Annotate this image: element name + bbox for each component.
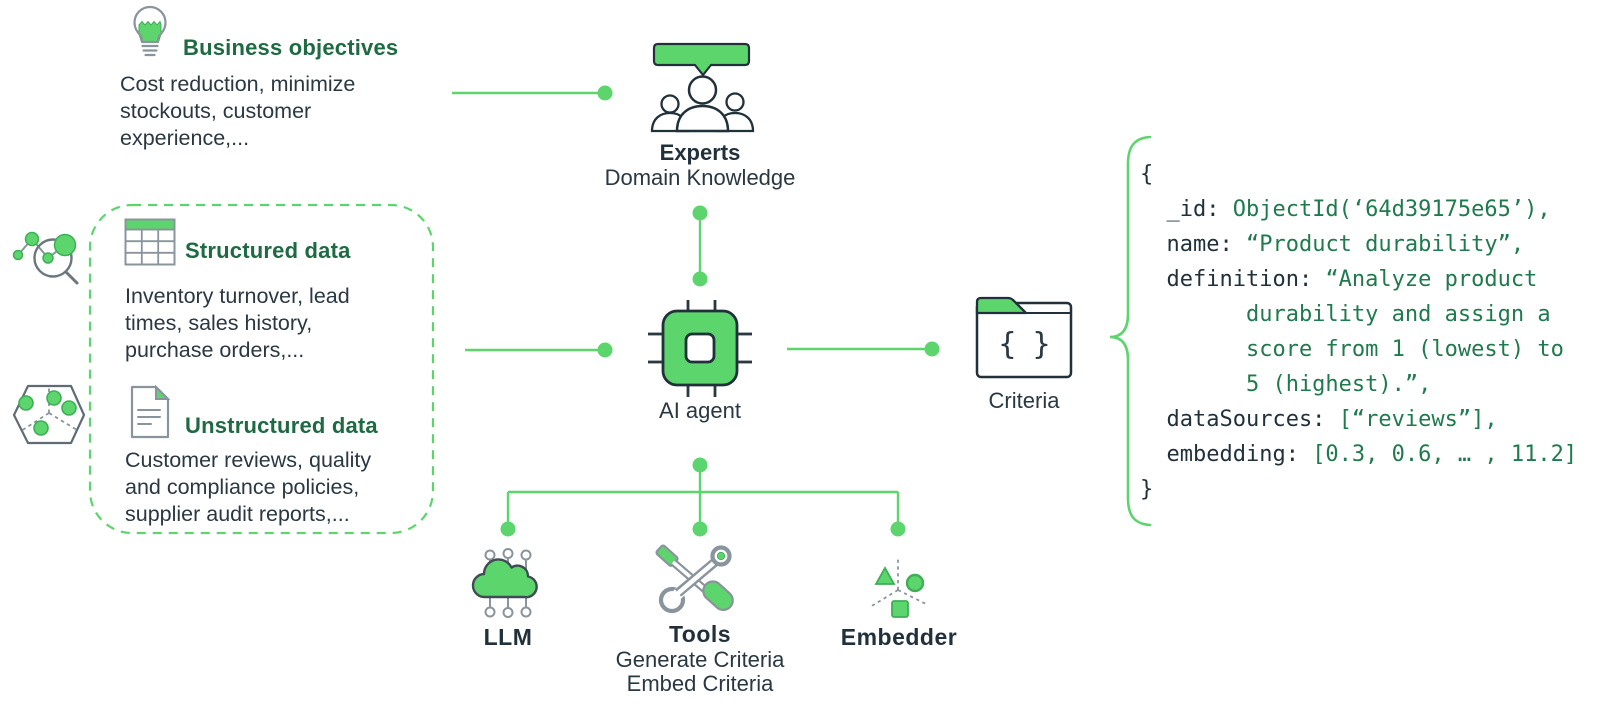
code-datasources-value: [“reviews”], [1338, 407, 1498, 432]
tools-generate-criteria-label: Generate Criteria [615, 647, 785, 672]
tools-embed-criteria-label: Embed Criteria [626, 671, 774, 696]
criteria-code-block: { _id: ObjectId(‘64d39175e65’), name: “P… [1140, 157, 1577, 507]
code-close-brace: } [1140, 477, 1154, 502]
tools-label: Tools [668, 621, 732, 647]
hexagon-vector-icon [12, 384, 86, 445]
ai-agent-label: AI agent [659, 398, 741, 423]
code-definition-value-2: durability and assign a [1140, 302, 1551, 327]
scatter-magnifier-icon [12, 231, 79, 285]
folder-braces-icon [975, 296, 1073, 379]
code-name-value: “Product durability”, [1245, 232, 1525, 257]
experts-subtitle: Domain Knowledge [604, 165, 796, 190]
code-open-brace: { [1140, 162, 1154, 187]
business-objectives-description: Cost reduction, minimize stockouts, cust… [120, 72, 356, 150]
embedder-label: Embedder [840, 624, 958, 650]
chip-icon [648, 300, 752, 397]
experts-title: Experts [659, 140, 741, 165]
llm-label: LLM [483, 624, 533, 650]
experts-speech-bubble-icon [650, 42, 755, 133]
code-embedding-key: embedding: [1140, 442, 1313, 467]
table-icon [124, 218, 176, 266]
criteria-brace [1109, 135, 1152, 527]
unstructured-data-title: Unstructured data [185, 413, 378, 438]
code-id-value: ObjectId(‘64d39175e65’), [1232, 197, 1551, 222]
data-sources-dashed-box [88, 203, 435, 535]
business-objectives-title: Business objectives [183, 35, 399, 60]
code-embedding-value: [0.3, 0.6, … , 11.2] [1312, 442, 1578, 467]
code-datasources-key: dataSources: [1140, 407, 1339, 432]
code-definition-value-4: 5 (highest).”, [1140, 372, 1432, 397]
lightbulb-icon [133, 5, 167, 57]
code-id-key: _id: [1140, 197, 1233, 222]
criteria-label: Criteria [988, 388, 1060, 413]
unstructured-data-description: Customer reviews, quality and compliance… [125, 448, 372, 526]
code-definition-key: definition: [1140, 267, 1326, 292]
wrench-screwdriver-icon [655, 544, 734, 614]
connector-dots [500, 85, 940, 537]
document-icon [130, 385, 171, 439]
folder-braces-glyph: { } [998, 327, 1050, 362]
code-definition-value-3: score from 1 (lowest) to [1140, 337, 1564, 362]
code-name-key: name: [1140, 232, 1246, 257]
code-definition-value-1: “Analyze product [1325, 267, 1538, 292]
cloud-network-icon [471, 548, 538, 618]
structured-data-title: Structured data [185, 238, 351, 263]
structured-data-description: Inventory turnover, lead times, sales hi… [125, 284, 350, 362]
axes-shapes-icon [869, 558, 929, 618]
